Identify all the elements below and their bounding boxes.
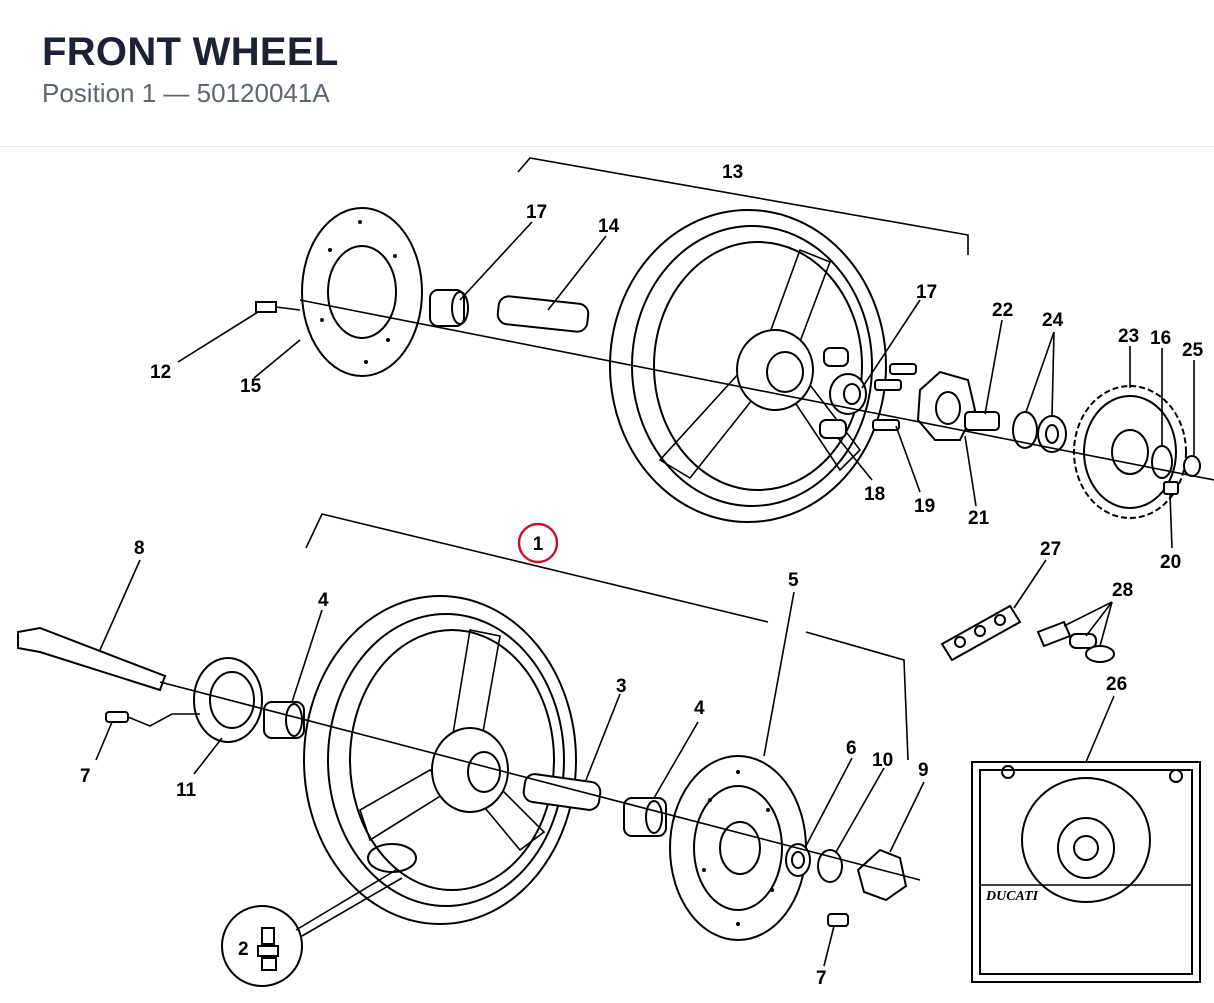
chain-joint-link[interactable] bbox=[1036, 620, 1115, 663]
rear-bearing-right[interactable] bbox=[829, 373, 867, 415]
callout-26: 26 bbox=[1106, 674, 1127, 695]
callout-25: 25 bbox=[1182, 340, 1204, 361]
axle-nut[interactable] bbox=[856, 848, 908, 902]
callout-14: 14 bbox=[598, 216, 620, 237]
callout-17: 17 bbox=[526, 202, 547, 223]
callout-20: 20 bbox=[1160, 552, 1181, 573]
drive-screw[interactable] bbox=[105, 711, 129, 723]
callout-8: 8 bbox=[134, 538, 145, 559]
callout-1-highlight[interactable]: 1 bbox=[517, 522, 559, 564]
front-bearing-left[interactable] bbox=[263, 701, 305, 739]
part-number: 50120041A bbox=[196, 78, 330, 108]
brand-plate-text: DUCATI bbox=[985, 889, 1039, 904]
callout-22: 22 bbox=[992, 300, 1013, 321]
callout-24: 24 bbox=[1042, 310, 1064, 331]
rear-spacer[interactable] bbox=[496, 295, 590, 333]
engine-sprocket-cover-detail[interactable]: DUCATI bbox=[971, 761, 1201, 983]
front-bearing-right[interactable] bbox=[623, 797, 667, 837]
callout-18: 18 bbox=[864, 484, 885, 505]
flange-bearings[interactable] bbox=[1012, 411, 1067, 453]
callout-1: 1 bbox=[533, 534, 544, 555]
callout-12: 12 bbox=[150, 362, 171, 383]
callout-19: 19 bbox=[914, 496, 935, 517]
front-axle[interactable] bbox=[17, 626, 167, 692]
callout-15: 15 bbox=[240, 376, 262, 397]
callout-3: 3 bbox=[616, 676, 627, 697]
callout-11: 11 bbox=[176, 780, 197, 801]
circlip[interactable] bbox=[1151, 445, 1173, 479]
rear-bearing-left[interactable] bbox=[429, 289, 469, 327]
oil-seal-ring[interactable] bbox=[785, 843, 811, 877]
page-title: FRONT WHEEL bbox=[42, 30, 339, 74]
valve-detail[interactable] bbox=[221, 905, 303, 987]
flange-shaft[interactable] bbox=[964, 411, 1000, 431]
rear-brake-disc[interactable] bbox=[301, 207, 423, 377]
front-axis-line bbox=[159, 681, 921, 881]
bracket-1-right bbox=[805, 631, 909, 761]
exploded-parts-diagram: DUCATI 13 17 14 17 22 24 23 16 25 12 15 … bbox=[17, 157, 1214, 989]
chain-section[interactable] bbox=[940, 604, 1022, 662]
highlight-ring bbox=[517, 522, 559, 564]
callout-17: 17 bbox=[916, 282, 937, 303]
callout-10: 10 bbox=[872, 750, 893, 771]
washer[interactable] bbox=[1183, 455, 1201, 477]
callout-16: 16 bbox=[1150, 328, 1171, 349]
callout-21: 21 bbox=[968, 508, 990, 529]
callout-4: 4 bbox=[318, 590, 329, 611]
callout-7: 7 bbox=[80, 766, 91, 787]
bracket-13 bbox=[517, 157, 969, 255]
callout-4: 4 bbox=[694, 698, 705, 719]
callout-5: 5 bbox=[788, 570, 799, 591]
callout-9: 9 bbox=[918, 760, 929, 781]
rear-axis-line bbox=[299, 299, 1214, 481]
callout-27: 27 bbox=[1040, 539, 1061, 560]
callout-6: 6 bbox=[846, 738, 857, 759]
callout-7: 7 bbox=[816, 968, 827, 989]
page-header: FRONT WHEEL Position 1 — 50120041A bbox=[0, 0, 1214, 147]
front-wheel-rim[interactable] bbox=[303, 595, 577, 925]
page-subtitle: Position 1 — 50120041A bbox=[42, 78, 330, 109]
disc-screw[interactable] bbox=[255, 301, 301, 313]
sprocket-studs[interactable] bbox=[872, 363, 917, 431]
bracket-1 bbox=[305, 513, 769, 623]
callout-23: 23 bbox=[1118, 326, 1139, 347]
sprocket-nut[interactable] bbox=[1163, 481, 1179, 495]
disc-screw-front[interactable] bbox=[827, 913, 849, 927]
callout-13: 13 bbox=[722, 162, 743, 183]
cush-drive-bush[interactable] bbox=[819, 347, 849, 439]
front-brake-disc[interactable] bbox=[669, 755, 807, 941]
position-label: Position 1 bbox=[42, 78, 157, 108]
callout-28: 28 bbox=[1112, 580, 1133, 601]
separator: — bbox=[163, 78, 190, 108]
callout-2: 2 bbox=[238, 939, 249, 960]
